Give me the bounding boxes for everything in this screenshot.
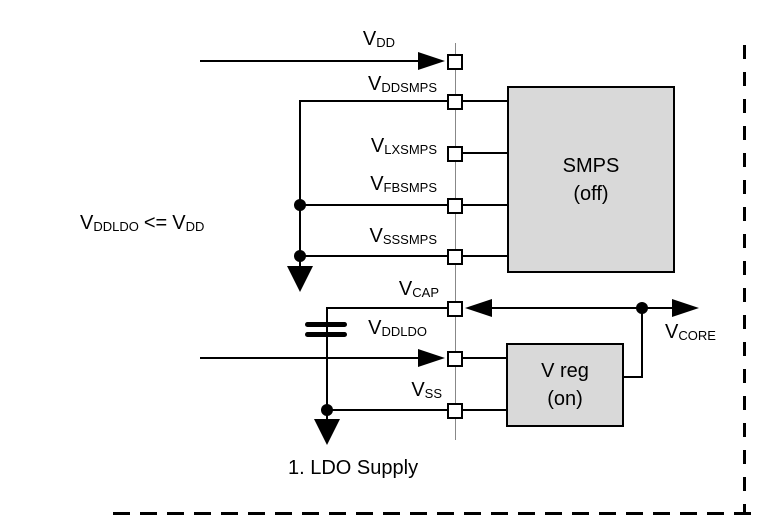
pin-pad-vsssmps (447, 249, 463, 265)
vddsmps-wire-left (299, 100, 448, 102)
vcap-wire-left (327, 307, 448, 309)
vcap-label: VCAP (398, 278, 439, 300)
vss-wire-left (327, 409, 448, 411)
pin-pad-vddldo (447, 351, 463, 367)
pin-pad-vfbsmps (447, 198, 463, 214)
vlxsmps-wire-right (462, 152, 508, 154)
vddldo-arrow-icon (418, 349, 445, 367)
dashed-border-vertical (743, 45, 746, 514)
vsssmps-wire-left (299, 255, 448, 257)
vddldo-wire (200, 357, 419, 359)
smps-block-title: SMPS (562, 154, 620, 177)
pin-pad-vdd (447, 54, 463, 70)
vddsmps-wire-right (462, 100, 508, 102)
vddsmps-label: VDDSMPS (368, 73, 437, 95)
ground-icon-top (287, 266, 313, 292)
dashed-border-horizontal (113, 512, 757, 515)
smps-block: SMPS (off) (507, 86, 675, 273)
vreg-output-wire-v (641, 307, 643, 378)
vdd-arrow-icon (418, 52, 445, 70)
junction-dot-vsssmps (294, 250, 306, 262)
vfbsmps-label: VFBSMPS (370, 173, 437, 195)
junction-dot-vss (321, 404, 333, 416)
diagram-caption: 1. LDO Supply (288, 457, 419, 479)
pin-column-line (455, 43, 456, 440)
vss-label: VSS (411, 379, 442, 401)
pin-pad-vss (447, 403, 463, 419)
left-branch-wire (299, 100, 301, 268)
vcap-arrow-icon (465, 299, 492, 317)
vsssmps-label: VSSSMPS (369, 225, 437, 247)
junction-dot-vfbsmps (294, 199, 306, 211)
vdd-wire (200, 60, 419, 62)
capacitor-icon-plate-top (305, 322, 347, 327)
vsssmps-wire-right (462, 255, 508, 257)
vlxsmps-label: VLXSMPS (370, 135, 437, 157)
vreg-block: V reg (on) (506, 343, 624, 427)
ground-icon-bottom (314, 419, 340, 445)
pin-pad-vcap (447, 301, 463, 317)
vfbsmps-wire-right (462, 204, 508, 206)
pin-pad-vddsmps (447, 94, 463, 110)
capacitor-branch-wire (326, 307, 328, 421)
voltage-condition-label: VDDLDO<=VDD (80, 212, 205, 234)
vreg-block-state: (on) (547, 388, 583, 410)
capacitor-icon-plate-bottom (305, 332, 347, 337)
vcore-wire (485, 307, 677, 309)
pin-pad-vlxsmps (447, 146, 463, 162)
vdd-label: VDD (362, 28, 395, 50)
vcore-arrow-icon (672, 299, 699, 317)
junction-dot-vcore (636, 302, 648, 314)
vss-wire-right (462, 409, 508, 411)
vcore-label: VCORE (665, 321, 716, 343)
vfbsmps-wire-left (299, 204, 448, 206)
vreg-output-wire-h (624, 376, 643, 378)
vreg-block-title: V reg (541, 360, 589, 382)
vddldo-wire-right (462, 357, 508, 359)
vddldo-label: VDDLDO (368, 317, 427, 339)
smps-block-state: (off) (573, 182, 609, 205)
